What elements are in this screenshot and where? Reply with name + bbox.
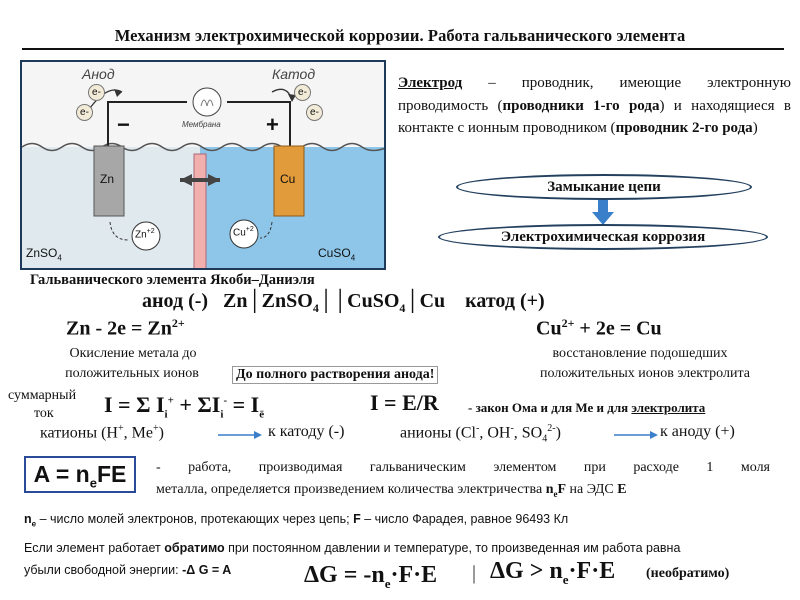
electron-icon: e- — [306, 104, 323, 121]
membrane-label: Мембрана — [182, 120, 221, 129]
down-arrow-icon — [592, 200, 614, 225]
reversible-equation: ΔG = -ne·F·E — [304, 562, 438, 591]
reduction-desc-2: положительных ионов электролита — [540, 366, 750, 381]
reversible-line-2: убыли свободной энергии: -Δ G = A — [24, 563, 232, 577]
title-underline — [22, 48, 784, 50]
lamp-icon — [192, 87, 222, 117]
galvanic-cell-diagram: Анод Катод − + Мембрана e- e- e- e- Zn C… — [20, 60, 386, 270]
cathode-reaction: Cu2+ + 2e = Cu — [536, 316, 662, 340]
left-solution-label: ZnSO4 — [26, 246, 62, 263]
anions-line: анионы (Cl-, OH-, SO42-) — [400, 423, 561, 445]
membrane — [193, 153, 207, 268]
work-desc-1: - работа, производимая гальваническим эл… — [156, 460, 770, 475]
electron-icon: e- — [88, 84, 105, 101]
faraday-note: ne – число молей электронов, протекающих… — [24, 512, 569, 529]
irreversible-equation: ΔG > ne·F·E — [490, 558, 616, 587]
reduction-desc-1: восстановление подошедших — [552, 346, 728, 361]
ohm-law-formula: I = E/R — [370, 390, 439, 415]
anode-label: Анод — [82, 66, 115, 82]
to-cathode: к катоду (-) — [268, 423, 345, 440]
corrosion-pill: Электрохимическая коррозия — [438, 224, 768, 250]
diagram-caption: Гальванического элемента Якоби–Даниэля — [30, 272, 315, 288]
cu-electrode-label: Cu — [280, 172, 296, 186]
wire-right — [227, 101, 291, 147]
zn-ion-circle — [131, 221, 161, 251]
separator-bar: | — [472, 562, 477, 584]
cathode-label: Катод — [272, 66, 316, 82]
reversible-line-1: Если элемент работает обратимо при посто… — [24, 541, 681, 555]
zn-electrode-label: Zn — [100, 172, 115, 186]
zn-electrode — [93, 145, 125, 217]
total-current-label-2: ток — [34, 406, 54, 421]
work-formula-box: A = neFE — [24, 456, 136, 493]
zn-ion-label: Zn+2 — [135, 228, 155, 241]
full-dissolution-note: До полного растворения анода! — [232, 366, 439, 384]
circuit-closure-pill: Замыкание цепи — [456, 174, 752, 200]
wire-left — [107, 101, 187, 147]
arrow-right-icon — [218, 431, 262, 439]
cell-scheme: анод (-) Zn│ZnSO4││CuSO4│Cu катод (+) — [142, 290, 545, 315]
current-formula: I = Σ Ii+ + ΣIi- = Iē — [104, 392, 265, 421]
cations-line: катионы (H+, Me+) — [40, 423, 164, 442]
total-current-label-1: суммарный — [8, 388, 77, 403]
electron-icon: e- — [294, 84, 311, 101]
page-title: Механизм электрохимической коррозии. Раб… — [114, 26, 686, 45]
electrode-definition: Электрод – проводник, имеющие электронну… — [398, 75, 791, 136]
minus-sign: − — [117, 112, 130, 137]
anode-reaction: Zn - 2e = Zn2+ — [66, 316, 185, 340]
cu-electrode — [273, 145, 305, 217]
to-anode: к аноду (+) — [660, 423, 735, 440]
electron-icon: e- — [76, 104, 93, 121]
oxidation-desc-1: Окисление метала до — [69, 346, 197, 361]
ohm-law-desc: - закон Ома и для Ме и для электролита — [468, 400, 706, 415]
right-solution-label: CuSO4 — [318, 246, 356, 263]
work-desc-2: металла, определяется произведением коли… — [156, 482, 627, 499]
plus-sign: + — [266, 112, 279, 137]
cu-ion-circle — [229, 219, 259, 249]
cu-ion-label: Cu+2 — [233, 226, 254, 239]
arrow-right-icon — [614, 431, 658, 439]
oxidation-desc-2: положительных ионов — [65, 366, 199, 381]
irreversible-label: (необратимо) — [646, 566, 730, 581]
galvanic-cell-svg — [22, 62, 384, 268]
